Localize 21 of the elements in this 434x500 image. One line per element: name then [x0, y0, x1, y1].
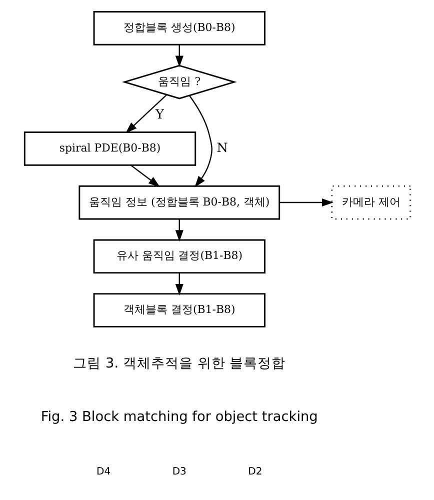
arrow	[174, 219, 183, 242]
node-diamond: 움직임 ?	[121, 64, 236, 100]
arrow	[130, 164, 160, 188]
arrow	[278, 198, 333, 207]
node-box: 유사 움직임 결정(B1-B8)	[92, 239, 265, 274]
node-box: 움직임 정보 (정합블록 B0-B8, 객체)	[78, 185, 280, 220]
arrow	[188, 96, 212, 188]
label: Fig. 3 Block matching for object tracking	[40, 409, 318, 426]
label: 그림 3. 객체추적을 위한 블록정합	[72, 355, 286, 372]
arrow	[125, 94, 167, 134]
node-box: 카메라 제어	[330, 185, 411, 220]
arrow	[174, 272, 183, 296]
node-box: 정합블록 생성(B0-B8)	[92, 11, 265, 46]
arrow	[174, 44, 183, 68]
edge-label: Y	[155, 108, 164, 123]
edge-label: N	[216, 141, 228, 156]
node-box: spiral PDE(B0-B8)	[23, 132, 196, 166]
label: D4	[96, 466, 110, 478]
node-box: 객체블록 결정(B1-B8)	[92, 293, 265, 328]
label: D3	[172, 466, 186, 478]
label: D2	[248, 466, 262, 478]
